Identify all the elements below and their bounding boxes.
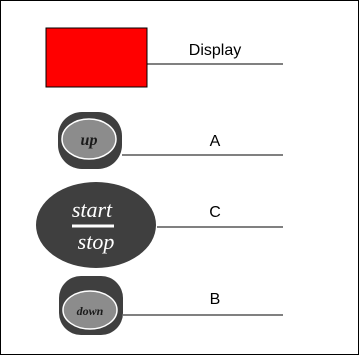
up-button-label: A: [210, 133, 221, 150]
stop-text: stop: [78, 229, 115, 254]
up-button[interactable]: up: [58, 112, 122, 169]
display-screen: [45, 27, 148, 88]
down-button-face: [62, 290, 118, 330]
display-label: Display: [189, 42, 241, 59]
down-button[interactable]: down: [59, 276, 123, 335]
start-stop-label: C: [209, 204, 221, 221]
down-button-label: B: [210, 291, 221, 308]
start-text: start: [72, 197, 113, 222]
up-button-text: up: [81, 132, 98, 149]
up-button-face: [61, 118, 117, 160]
start-stop-button[interactable]: start stop: [36, 182, 156, 268]
down-button-text: down: [77, 304, 104, 318]
